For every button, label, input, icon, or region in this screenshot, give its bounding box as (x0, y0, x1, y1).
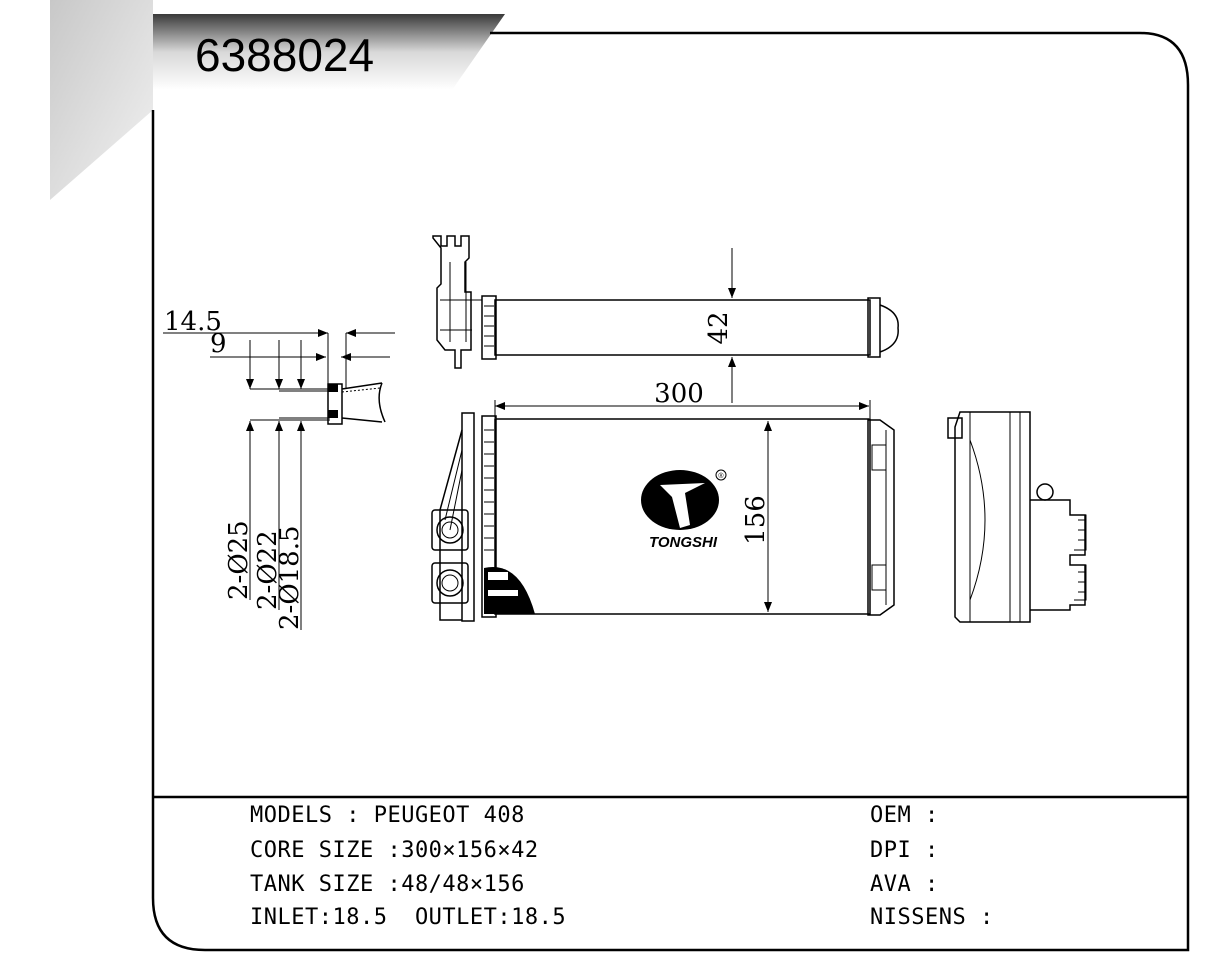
front-view (431, 412, 895, 622)
dim-dia-25: 2-Ø25 (224, 520, 254, 600)
dimension-height: 156 (741, 421, 772, 612)
header-fold (50, 0, 153, 200)
part-number: 6388024 (195, 29, 375, 81)
spec-nissens: NISSENS : (870, 905, 994, 930)
tongshi-logo: ® TONGSHI (641, 469, 727, 551)
dim-300: 300 (654, 379, 704, 409)
dim-42: 42 (704, 311, 734, 344)
spec-dpi: DPI : (870, 838, 939, 863)
spec-oem: OEM : (870, 803, 939, 828)
dim-dia-22: 2-Ø22 (253, 530, 283, 610)
spec-tank-size: TANK SIZE :48/48×156 (250, 872, 525, 897)
dim-9: 9 (210, 329, 227, 359)
top-view (432, 235, 899, 369)
spec-core-size: CORE SIZE :300×156×42 (250, 838, 539, 863)
dimension-width: 300 (494, 379, 871, 418)
dim-dia-18-5: 2-Ø18.5 (275, 525, 305, 630)
side-view (947, 411, 1087, 623)
dim-156: 156 (741, 495, 771, 545)
brand-name: TONGSHI (649, 534, 718, 551)
pipe-detail: 14.5 9 2-Ø25 2-Ø22 2-Ø18.5 (163, 307, 395, 630)
registered-mark: ® (718, 472, 724, 480)
spec-ava: AVA : (870, 872, 939, 897)
header-banner (153, 14, 505, 90)
dim-14-5: 14.5 (164, 307, 222, 337)
spec-models: MODELS : PEUGEOT 408 (250, 803, 525, 828)
spec-inlet-outlet: INLET:18.5 OUTLET:18.5 (250, 905, 567, 930)
sheet-frame (151, 31, 1190, 952)
dimension-thickness: 42 (704, 248, 736, 403)
